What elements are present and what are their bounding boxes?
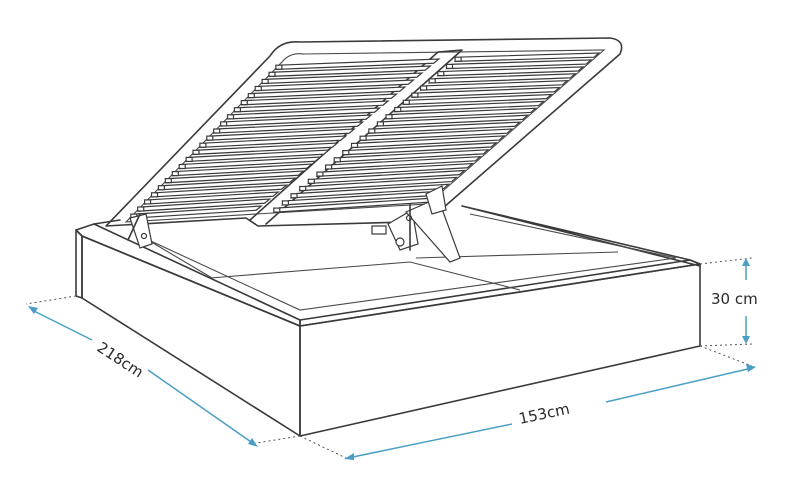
slat-left-holder-2 <box>268 71 276 77</box>
width-label: 153cm <box>517 400 571 428</box>
slat-left-holder-17 <box>164 178 172 184</box>
slat-right-holder-21 <box>281 200 289 206</box>
length-ext-back <box>25 295 77 305</box>
inner-rim <box>139 235 677 311</box>
length-arrow-end <box>248 438 258 447</box>
length-label: 218cm <box>94 338 147 381</box>
slat-right-holder-7 <box>402 99 410 105</box>
slat-left-holder-5 <box>247 92 255 99</box>
right-mount-plate <box>371 225 387 235</box>
width-line-a <box>347 423 513 459</box>
frame-inner <box>124 49 606 223</box>
slat-left-holder-16 <box>171 171 179 177</box>
slat-left-holder-10 <box>213 128 221 134</box>
slat-left-holder-8 <box>226 114 235 120</box>
slat-right-holder-19 <box>299 185 307 192</box>
slat-right-holder-17 <box>316 171 324 177</box>
front-top-edge <box>299 259 701 327</box>
slatted-frame <box>105 37 623 227</box>
length-line-a <box>31 309 93 341</box>
slat-left-holder-11 <box>206 135 214 141</box>
width-line-b <box>605 367 753 403</box>
slat-left-holder-18 <box>157 185 165 191</box>
slat-right-holder-1 <box>454 56 462 62</box>
slat-right-holder-9 <box>385 114 393 120</box>
slat-right-holder-18 <box>307 178 315 184</box>
slat-right-holder-12 <box>359 135 367 141</box>
slat-right-holder-6 <box>411 92 419 98</box>
slat-left-holder-21 <box>137 206 145 212</box>
slat-right-holder-5 <box>420 85 428 91</box>
slats-right <box>272 52 601 213</box>
length-arrow-start <box>28 306 38 314</box>
slat-left-holder-1 <box>275 64 283 70</box>
width-arrow-start <box>344 453 354 460</box>
frame-outline <box>105 37 623 227</box>
width-ext-right <box>699 345 753 367</box>
slat-left-holder-3 <box>261 78 269 85</box>
length-line-b <box>147 369 255 445</box>
slat-left-holder-12 <box>199 142 207 148</box>
height-ext-top <box>699 257 753 265</box>
slat-left-holder-13 <box>192 149 200 155</box>
slat-right-holder-3 <box>437 70 445 77</box>
left-end-face <box>75 229 83 299</box>
slat-right-holder-13 <box>350 142 359 148</box>
inner-right-rim <box>469 213 677 259</box>
height-arrow-bottom <box>742 336 750 344</box>
slat-right-holder-4 <box>428 78 436 84</box>
right-arm <box>405 197 461 263</box>
lift-mechanism-right <box>371 185 461 263</box>
slat-right-holder-20 <box>290 193 298 199</box>
slat-right-holder-14 <box>342 150 350 156</box>
back-rail-edge <box>93 219 121 225</box>
dimension-height: 30 cm <box>699 257 758 347</box>
length-ext-front <box>249 435 301 445</box>
slat-right-holder-8 <box>394 106 402 113</box>
slat-right-holder-2 <box>445 63 454 70</box>
slat-right-holder-11 <box>368 128 376 134</box>
inner-back-left <box>147 239 213 279</box>
slat-right-holder-15 <box>333 157 341 163</box>
lift-mechanism-left <box>127 213 153 249</box>
slat-left-holder-9 <box>220 121 228 127</box>
right-rail-top <box>461 205 701 267</box>
slat-right-holder-22 <box>273 207 281 213</box>
slat-left-holder-20 <box>144 199 152 205</box>
height-arrow-top <box>742 258 750 266</box>
slats-left <box>130 58 441 219</box>
dimension-width: 153cm <box>299 345 756 460</box>
width-ext-left <box>299 435 347 459</box>
right-top-bracket <box>425 185 447 215</box>
dimension-length: 218cm <box>25 295 301 447</box>
left-rail-top <box>75 223 301 327</box>
slat-left-holder-6 <box>240 99 248 106</box>
slat-left-holder-15 <box>178 163 186 170</box>
slat-left-holder-19 <box>150 192 159 198</box>
slat-right-holder-16 <box>325 164 333 170</box>
height-ext-bottom <box>699 343 753 347</box>
width-arrow-end <box>746 364 756 372</box>
left-piston <box>127 213 141 241</box>
slat-left-holder-4 <box>254 85 262 92</box>
height-label: 30 cm <box>711 290 758 308</box>
left-bolt-icon <box>140 232 148 240</box>
slat-right-holder-10 <box>376 121 384 127</box>
slat-left-holder-14 <box>185 156 193 162</box>
inner-floor-line <box>209 261 521 291</box>
slat-left-holder-7 <box>233 107 241 113</box>
right-pivot-icon <box>395 237 405 247</box>
